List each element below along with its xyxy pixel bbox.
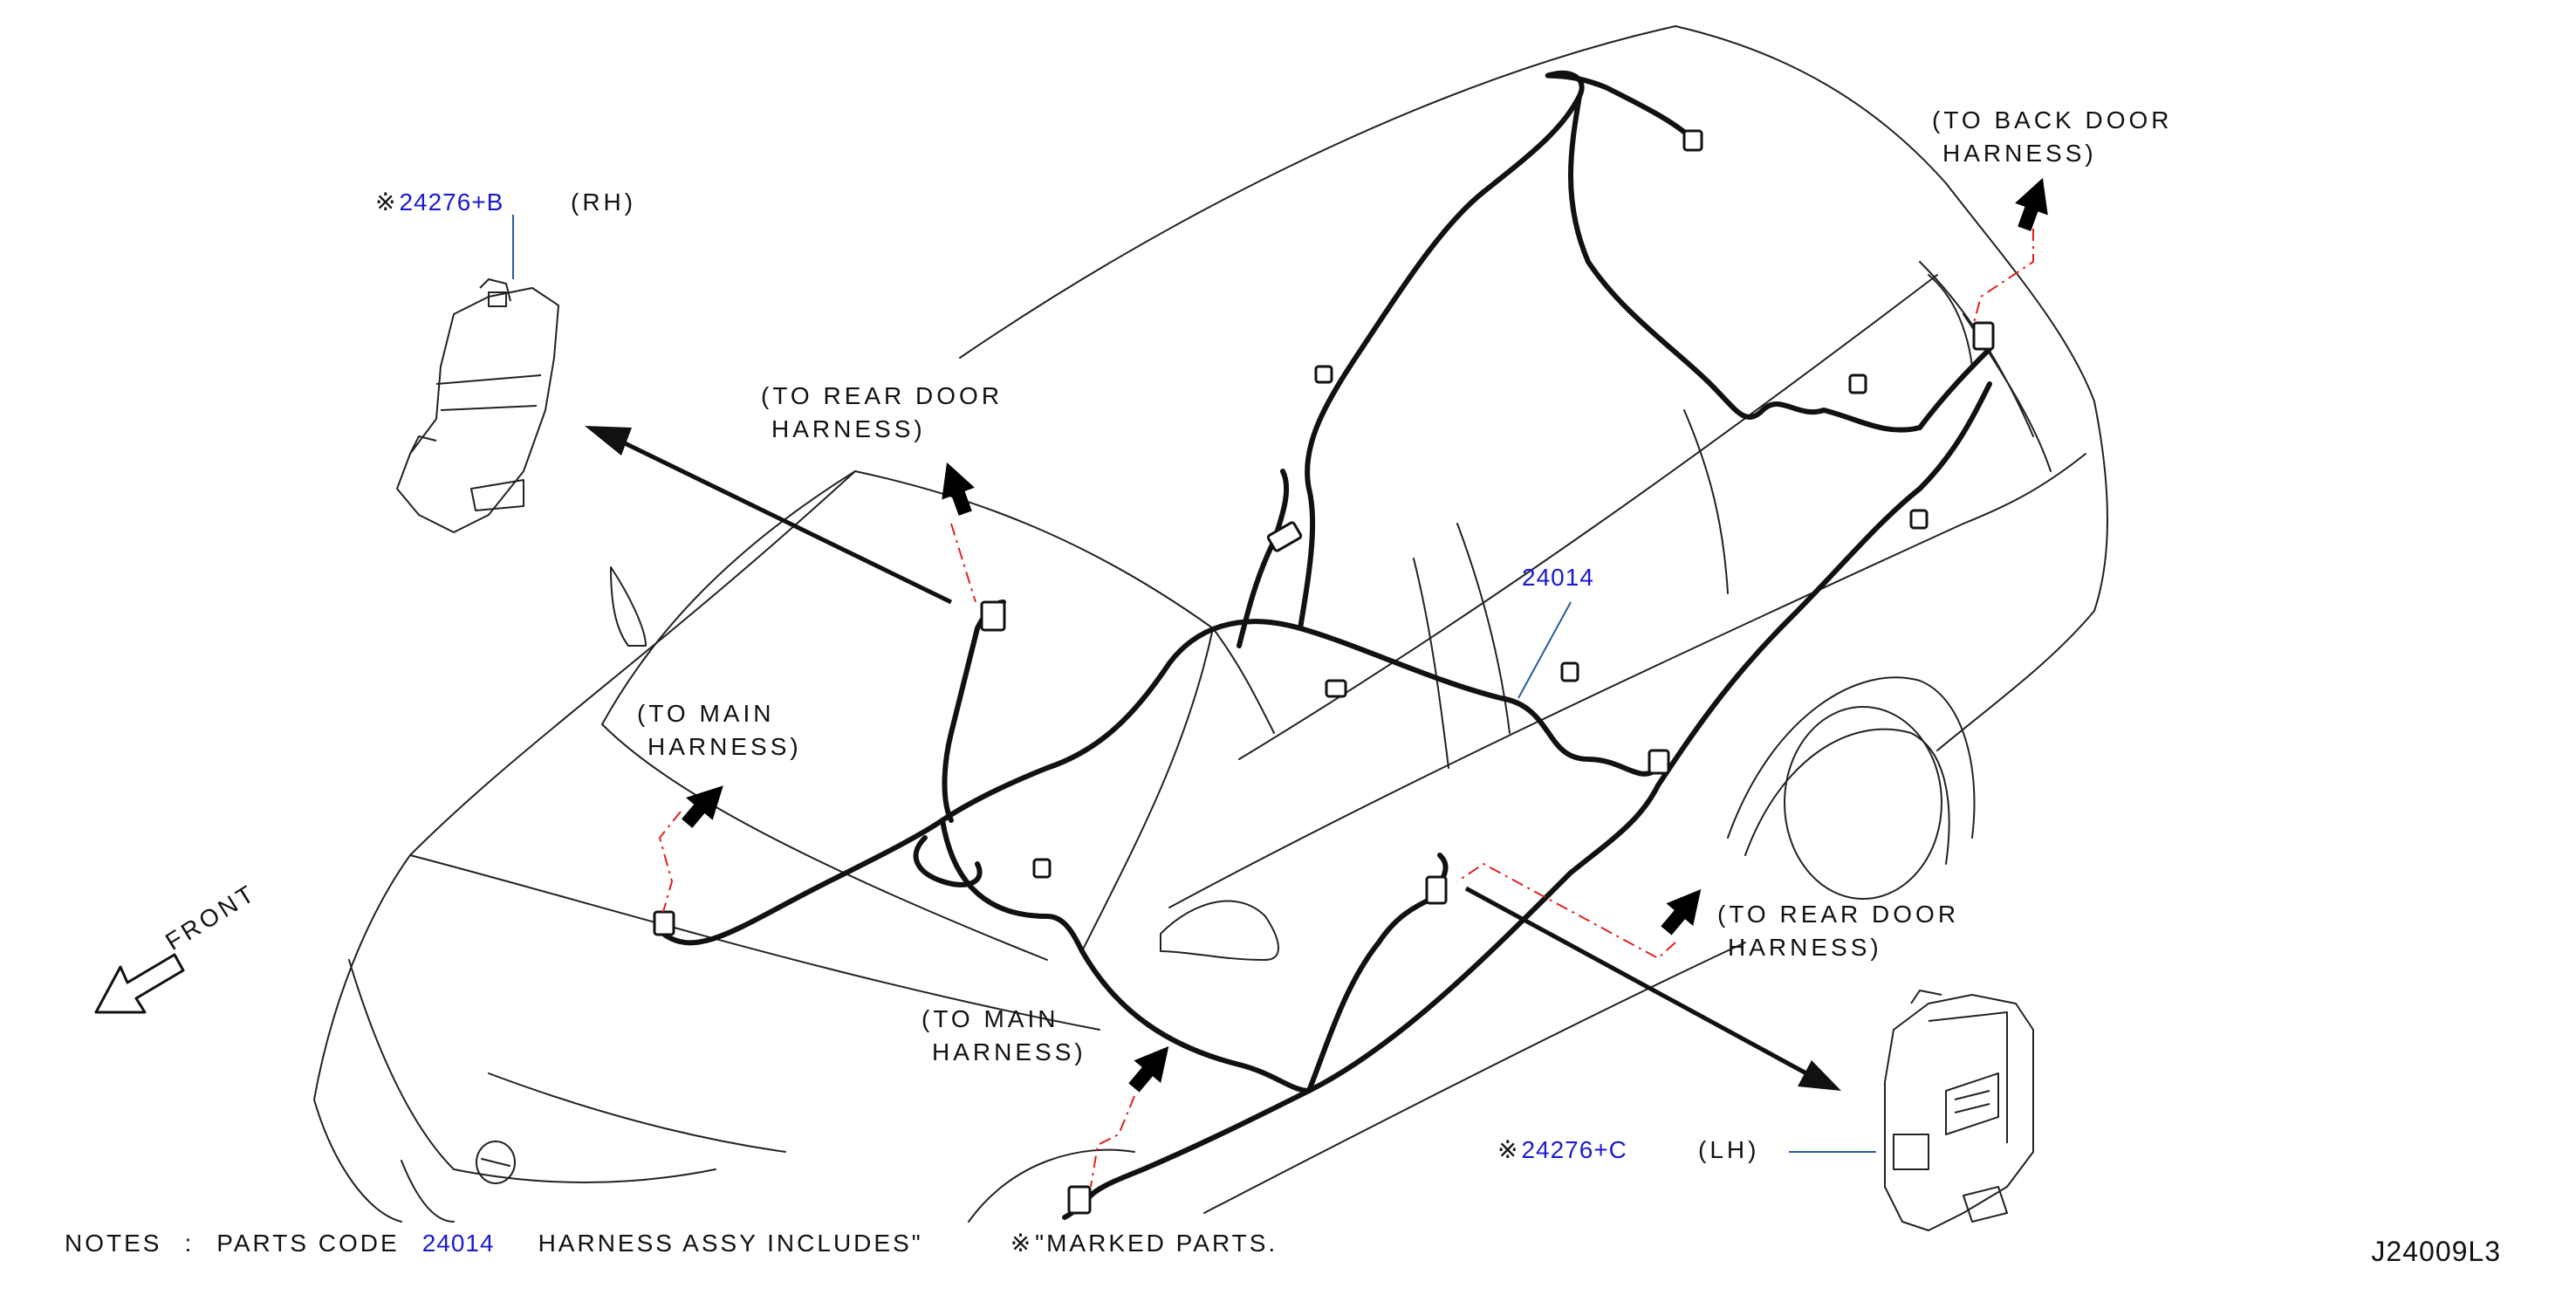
pointer-arrows: [585, 426, 1841, 1091]
diagram-code: J24009L3: [2371, 1236, 2501, 1267]
vehicle-outline: [313, 25, 2108, 1223]
leader-lines: [512, 215, 1876, 1153]
to-rear-door-top-line1: (TO REAR DOOR: [761, 382, 1004, 409]
harness-wire: [661, 70, 1992, 1220]
to-main-bottom-line2: HARNESS): [932, 1038, 1086, 1065]
part-lh-side: (LH): [1698, 1136, 1760, 1163]
part-lh-label: ※24276+C: [1497, 1138, 1627, 1162]
to-back-door-line2: HARNESS): [1942, 140, 2097, 167]
harness-code-link[interactable]: 24014: [1522, 564, 1594, 591]
to-main-left-line2: HARNESS): [647, 733, 802, 760]
marker-symbol: ※: [1497, 1136, 1518, 1163]
part-rh-code-link[interactable]: 24276+B: [399, 188, 504, 216]
marker-symbol: ※: [375, 188, 396, 216]
part-lh-code-link[interactable]: 24276+C: [1521, 1136, 1627, 1163]
to-rear-door-top-line2: HARNESS): [771, 415, 926, 442]
to-main-left-line1: (TO MAIN: [637, 700, 775, 727]
to-main-bottom-line1: (TO MAIN: [921, 1005, 1059, 1032]
notes-code-link[interactable]: 24014: [421, 1230, 495, 1257]
notes-marker: ※: [1010, 1230, 1034, 1257]
part-rh-side: (RH): [571, 188, 637, 216]
notes-prefix: NOTES: [65, 1230, 162, 1257]
part-rh-label: ※24276+B: [375, 190, 504, 215]
direction-arrows: [682, 177, 2048, 1093]
part-lh-illustration: [1884, 990, 2034, 1231]
notes-colon: :: [184, 1230, 195, 1257]
connectors: [653, 129, 1995, 1215]
part-rh-illustration: [396, 278, 559, 533]
callout-lines: [658, 229, 2034, 1188]
to-rear-door-right-line1: (TO REAR DOOR: [1717, 901, 1960, 928]
to-rear-door-right-line2: HARNESS): [1728, 934, 1882, 961]
notes-marked: "MARKED PARTS.: [1035, 1230, 1278, 1257]
notes: NOTES: PARTS CODE 24014 HARNESS ASSY INCLUD…: [65, 1229, 1300, 1257]
notes-parts-code-label: PARTS CODE: [216, 1230, 400, 1257]
to-back-door-line1: (TO BACK DOOR: [1932, 106, 2173, 134]
front-arrow-icon: [94, 953, 185, 1014]
notes-includes: HARNESS ASSY INCLUDES": [538, 1230, 923, 1257]
